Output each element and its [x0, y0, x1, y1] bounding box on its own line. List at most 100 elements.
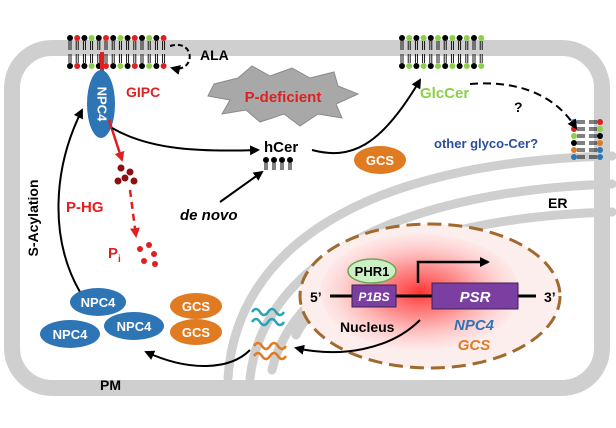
er-label: ER — [548, 195, 567, 211]
nucleus-label: Nucleus — [340, 319, 395, 335]
lipid-tail — [472, 41, 476, 50]
lipid-head — [442, 63, 449, 69]
lipid-tail — [140, 41, 144, 50]
gipc-label: GIPC — [126, 84, 160, 100]
lipid-head — [420, 63, 427, 69]
lipid-tail — [140, 54, 144, 63]
lipid-head — [81, 63, 88, 69]
phr1-blob — [347, 258, 397, 284]
npc4-nucleus-label: NPC4 — [454, 317, 495, 334]
lipid-tail — [90, 41, 94, 50]
gcs-er-label: GCS — [366, 153, 395, 168]
lipid-head — [449, 63, 456, 69]
p-hg-molecules — [114, 164, 138, 185]
lipid-tail — [465, 54, 469, 63]
lipid-tail — [458, 54, 462, 63]
glyco-lipid-head — [597, 126, 603, 132]
lipid-head — [399, 35, 405, 41]
lipid-head — [139, 63, 145, 69]
ala-label: ALA — [200, 47, 229, 63]
question-mark-label: ? — [514, 99, 523, 115]
mrna-to-protein-arrow — [144, 349, 251, 368]
lipid-tail — [414, 54, 418, 63]
lipid-tail — [162, 54, 166, 63]
phr1-label: PHR1 — [355, 264, 390, 279]
pi-molecules — [137, 242, 158, 267]
lipid-head — [67, 35, 73, 41]
gcs-label-b: GCS — [182, 325, 211, 340]
lipid-tail — [82, 41, 86, 50]
lipid-head — [117, 35, 124, 41]
lipid-head — [153, 63, 160, 69]
mrna-squiggles — [250, 307, 288, 361]
npc4-ellipse-c — [104, 312, 164, 340]
p1bs-box — [351, 284, 397, 308]
gipc-bilayer — [67, 35, 167, 69]
glyco-lipid-head — [597, 119, 603, 125]
lipid-head — [103, 35, 109, 41]
lipid-head — [413, 35, 420, 41]
lipid-tail — [68, 54, 72, 63]
npc4-to-hcer-arrow — [111, 127, 260, 156]
npc4-to-phg-arrow — [107, 119, 125, 162]
gcs-ellipse-a — [170, 293, 222, 319]
lipid-tail — [429, 41, 433, 50]
npc4-label-c: NPC4 — [117, 319, 152, 334]
hcer-lipids — [262, 156, 294, 171]
lipid-tail — [450, 54, 454, 63]
lipid-tail — [422, 54, 426, 63]
lipid-tail — [436, 41, 440, 50]
lipid-head — [74, 63, 81, 69]
lipid-tail — [75, 41, 79, 50]
lipid-head — [435, 35, 441, 41]
lipid-head — [442, 35, 449, 41]
lipid-head — [160, 35, 167, 41]
lipid-tail — [400, 54, 404, 63]
lipid-tail — [443, 41, 447, 50]
lipid-tail — [450, 41, 454, 50]
lipid-tail — [429, 54, 433, 63]
glyco-lipid-tail — [577, 127, 597, 131]
glyco-lipid-tail — [577, 120, 597, 124]
p1bs-label: P1BS — [358, 290, 389, 304]
lipid-head — [117, 63, 124, 69]
lipid-head — [103, 63, 109, 69]
lipid-tail — [407, 54, 411, 63]
glyco-lipid-tail — [577, 155, 597, 159]
glccer-to-glyco-arrow — [469, 82, 578, 130]
lipid-head — [139, 35, 145, 41]
lipid-tail — [400, 41, 404, 50]
lipid-tail — [458, 41, 462, 50]
five-prime-label: 5’ — [310, 289, 322, 305]
three-prime-label: 3’ — [544, 289, 556, 305]
lipid-tail — [465, 41, 469, 50]
lipid-head — [160, 63, 167, 69]
gcs-label-a: GCS — [182, 299, 211, 314]
lipid-head — [435, 63, 441, 69]
lipid-head — [471, 63, 477, 69]
lipid-tail — [82, 54, 86, 63]
glyco-lipid-head — [597, 154, 603, 160]
lipid-tail — [97, 54, 101, 63]
npc4-membrane-ellipse — [87, 70, 115, 138]
lipid-tail — [436, 54, 440, 63]
lipid-head — [110, 63, 117, 69]
lipid-head — [463, 63, 470, 69]
lipid-tail — [479, 54, 483, 63]
glyco-lipid-head — [597, 147, 603, 153]
p-deficient-label: P-deficient — [245, 89, 322, 106]
pi-subscript: i — [118, 254, 121, 265]
lipid-head — [471, 35, 477, 41]
lipid-tail — [126, 41, 130, 50]
lipid-head — [478, 63, 485, 69]
npc4-ellipse-b — [40, 320, 100, 348]
transcription-start-arrow — [416, 257, 490, 283]
lipid-tail — [414, 41, 418, 50]
pi-main: P — [108, 245, 118, 262]
lipid-head — [456, 63, 463, 69]
glyco-lipid-head — [571, 154, 577, 160]
lipid-tail — [479, 41, 483, 50]
de-novo-label: de novo — [180, 207, 238, 224]
npc4-ellipse-a — [70, 288, 126, 316]
